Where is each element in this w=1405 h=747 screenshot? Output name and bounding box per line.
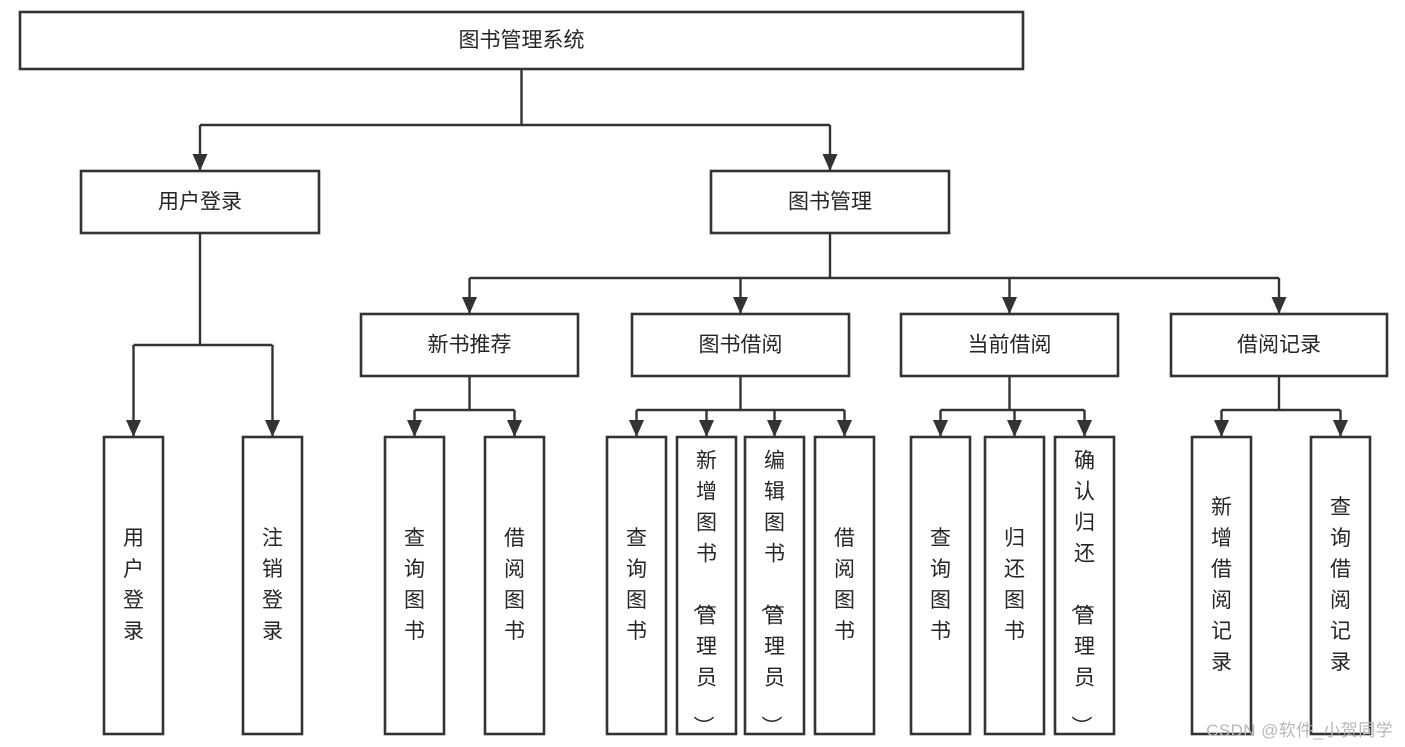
- node-box: [79, 169, 321, 235]
- node-label: 新增借阅记录: [1211, 496, 1232, 674]
- node-box: [813, 435, 876, 736]
- node-label: 用户登录: [158, 191, 242, 214]
- node-box: [483, 435, 546, 736]
- node-box: [909, 435, 972, 736]
- node-label: 新书推荐: [428, 334, 512, 357]
- node-leaf-user-login[interactable]: 用户登录: [102, 435, 165, 736]
- node-leaf-query-record[interactable]: 查询借阅记录: [1309, 435, 1372, 736]
- node-leaf-edit-book[interactable]: 编辑图书（管理员）: [743, 435, 806, 737]
- node-box: [675, 435, 738, 736]
- node-box: [983, 435, 1046, 736]
- node-book-manage[interactable]: 图书管理: [709, 169, 951, 235]
- node-borrow-record[interactable]: 借阅记录: [1169, 312, 1389, 378]
- node-label: 图书管理系统: [459, 29, 585, 52]
- node-label: 图书借阅: [699, 334, 783, 357]
- node-leaf-query-book-1[interactable]: 查询图书: [383, 435, 446, 736]
- node-user-login[interactable]: 用户登录: [79, 169, 321, 235]
- node-new-book-recommend[interactable]: 新书推荐: [359, 312, 580, 378]
- node-box: [241, 435, 304, 736]
- node-label: 确认归还（管理员）: [1069, 450, 1095, 737]
- node-leaf-return-book[interactable]: 归还图书: [983, 435, 1046, 736]
- node-root[interactable]: 图书管理系统: [18, 10, 1025, 71]
- node-label: 借阅图书: [834, 527, 855, 643]
- node-box: [1053, 435, 1116, 736]
- node-box: [102, 435, 165, 736]
- node-box: [18, 10, 1025, 71]
- node-leaf-add-book[interactable]: 新增图书（管理员）: [675, 435, 738, 737]
- node-label: 用户登录: [123, 527, 144, 643]
- node-label: 查询借阅记录: [1330, 496, 1351, 674]
- node-label: 查询图书: [930, 527, 951, 643]
- node-box: [605, 435, 668, 736]
- node-leaf-logout[interactable]: 注销登录: [241, 435, 304, 736]
- node-leaf-query-book-3[interactable]: 查询图书: [909, 435, 972, 736]
- node-leaf-query-book-2[interactable]: 查询图书: [605, 435, 668, 736]
- node-box: [709, 169, 951, 235]
- node-leaf-borrow-book-1[interactable]: 借阅图书: [483, 435, 546, 736]
- node-box: [359, 312, 580, 378]
- node-label: 归还图书: [1004, 527, 1025, 643]
- node-label: 图书管理: [788, 191, 872, 214]
- node-book-borrow[interactable]: 图书借阅: [630, 312, 851, 378]
- node-label: 查询图书: [626, 527, 647, 643]
- node-label: 新增图书（管理员）: [691, 450, 717, 737]
- node-box: [1169, 312, 1389, 378]
- node-label: 借阅图书: [504, 527, 525, 643]
- node-box: [383, 435, 446, 736]
- node-leaf-confirm-return[interactable]: 确认归还（管理员）: [1053, 435, 1116, 737]
- node-label: 当前借阅: [968, 334, 1052, 357]
- node-label: 查询图书: [404, 527, 425, 643]
- node-box: [899, 312, 1120, 378]
- node-label: 注销登录: [262, 527, 283, 643]
- node-box: [1309, 435, 1372, 736]
- node-leaf-add-record[interactable]: 新增借阅记录: [1190, 435, 1253, 736]
- node-label: 编辑图书（管理员）: [759, 450, 785, 737]
- node-current-borrow[interactable]: 当前借阅: [899, 312, 1120, 378]
- watermark-label: CSDN @软件_小贺同学: [1206, 721, 1393, 740]
- node-box: [630, 312, 851, 378]
- node-leaf-borrow-book-2[interactable]: 借阅图书: [813, 435, 876, 736]
- node-box: [743, 435, 806, 736]
- node-box: [1190, 435, 1253, 736]
- node-label: 借阅记录: [1237, 334, 1321, 357]
